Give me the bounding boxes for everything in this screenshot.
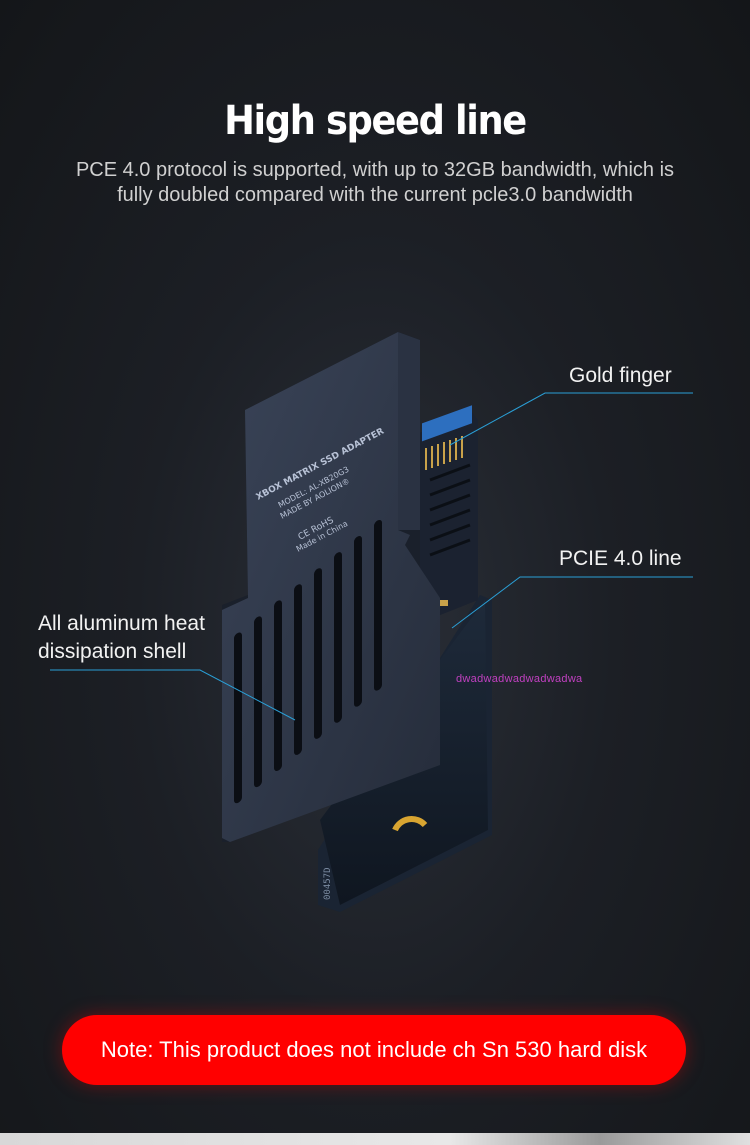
aluminum-shell-callout-line <box>50 669 296 721</box>
callout-gold-finger: Gold finger <box>569 364 672 387</box>
gold-finger-callout-line <box>449 392 693 446</box>
note-banner: Note: This product does not include ch S… <box>62 1015 686 1085</box>
note-text: Note: This product does not include ch S… <box>100 1037 648 1062</box>
bottom-strip <box>0 1133 750 1145</box>
gold-finger <box>415 405 478 625</box>
aluminum-shell: XBOX MATRIX SSD ADAPTER MODEL: AL-XB20G3… <box>222 332 440 842</box>
pcb-gold-arc <box>392 816 428 832</box>
callout-pcie-line: PCIE 4.0 line <box>559 547 682 570</box>
watermark-text: dwadwadwadwadwadwa <box>456 673 583 685</box>
page-subtitle: PCE 4.0 protocol is supported, with up t… <box>75 159 675 206</box>
callout-aluminum-shell: All aluminum heat dissipation shell <box>38 612 205 663</box>
pcie-line-callout-line <box>451 576 693 629</box>
heat-sink-fins <box>234 519 382 804</box>
pcb-code: 00457D <box>323 867 333 900</box>
page-title: High speed line <box>224 98 527 144</box>
